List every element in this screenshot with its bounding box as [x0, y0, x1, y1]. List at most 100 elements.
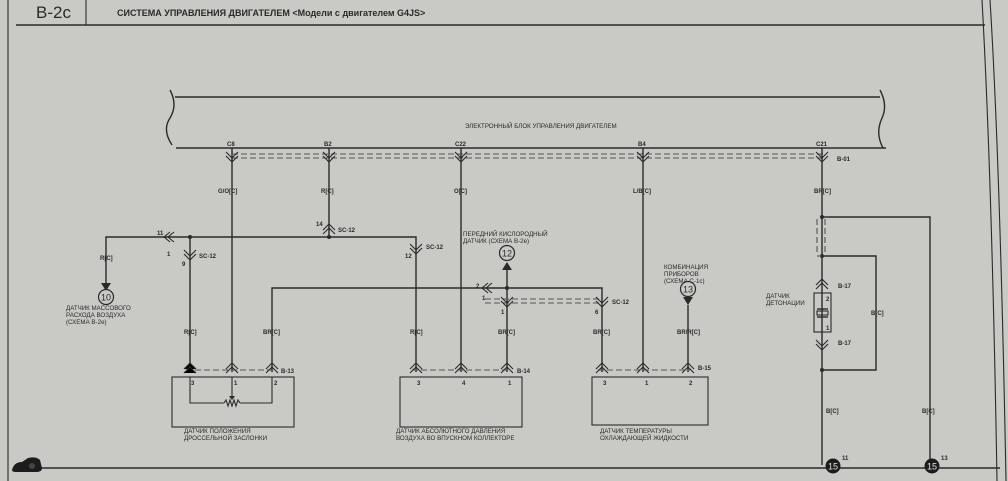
- splice-pin-9: 9: [182, 262, 186, 268]
- wire-sc12-lower: [271, 287, 603, 372]
- cluster-caption-3: (СХЕМА C-1c): [664, 278, 705, 285]
- arrow-down-icon: [683, 297, 693, 305]
- ground-point-1: [825, 458, 841, 474]
- ecu-block: ЭЛЕКТРОННЫЙ БЛОК УПРАВЛЕНИЯ ДВИГАТЕЛЕМ B…: [165, 89, 886, 163]
- tps-pin-3: 3: [191, 381, 195, 387]
- ref-number-o2: 12: [502, 249, 512, 259]
- tps-pin-1: 1: [234, 381, 238, 387]
- knock-shield-wire-label: B[C]: [871, 311, 884, 317]
- page-curl-edge-2: [989, 0, 1007, 481]
- splice-connector-11: [163, 231, 175, 243]
- ecu-pin-c21: C21: [816, 142, 828, 148]
- ecu-pin-c22: C22: [455, 142, 467, 148]
- knock-connector-ref-top: B-17: [838, 284, 852, 290]
- maf-caption-2: РАСХОДА ВОЗДУХА: [66, 312, 126, 319]
- ground-number-1: 15: [828, 462, 838, 472]
- ect-pin-3: 3: [603, 381, 607, 387]
- ref-number-maf: 10: [101, 293, 111, 303]
- ref-circle-cluster: [679, 280, 697, 298]
- map-pin-4: 4: [462, 381, 466, 387]
- splice-pin-2: 2: [476, 284, 480, 290]
- splice-label-sc12: SC-12: [338, 228, 356, 234]
- ground-point-2: [924, 458, 940, 474]
- splice-connector-14: [322, 223, 336, 235]
- splice-dot: [327, 235, 331, 239]
- knock-caption-2: ДЕТОНАЦИИ: [766, 300, 805, 307]
- wire-label-c22: O[C]: [454, 189, 467, 195]
- cluster-caption-1: КОМБИНАЦИЯ: [664, 264, 708, 271]
- wire-sc12-bus: [105, 236, 417, 372]
- ect-connector-ref: B-15: [698, 366, 712, 372]
- wire-label-map-1: BR[C]: [498, 330, 515, 336]
- potentiometer-icon: [223, 398, 241, 408]
- wire-label-ect-3: BR[C]: [593, 330, 610, 336]
- splice-pin-1b: 1: [482, 296, 486, 302]
- splice-pin-11: 11: [157, 231, 164, 237]
- knock-component: [813, 215, 931, 465]
- ref-circle-maf: [97, 288, 115, 306]
- ecu-pin-b2: B2: [324, 142, 332, 148]
- tps-connector-ref: B-13: [281, 369, 295, 375]
- cluster-caption-2: ПРИБОРОВ: [664, 271, 699, 278]
- o2-caption-2: ДАТЧИК (СХЕМА B-2e): [463, 238, 529, 245]
- vehicle-icon: [12, 457, 42, 472]
- splice-pin-1a: 1: [167, 252, 171, 258]
- splice-pin-1c: 1: [501, 310, 505, 316]
- wire-label-maf: R[C]: [100, 256, 113, 262]
- wire-label-c21: BR[C]: [814, 189, 831, 195]
- wire-label-b2: R[C]: [321, 189, 334, 195]
- arrow-up-icon: [502, 262, 512, 270]
- ref-circle-o2: [498, 244, 516, 262]
- wire-label-c8: G/O[C]: [218, 189, 237, 195]
- o2-caption-1: ПЕРЕДНИЙ КИСЛОРОДНЫЙ: [463, 230, 548, 238]
- ect-caption-1: ДАТЧИК ТЕМПЕРАТУРЫ: [600, 428, 672, 435]
- splice-pin-12: 12: [405, 254, 412, 260]
- splice-label-sc12: SC-12: [612, 300, 630, 306]
- knock-pin-2: 2: [826, 297, 830, 303]
- knock-pin-1: 1: [826, 326, 830, 332]
- tps-pin-2: 2: [274, 381, 278, 387]
- splice-pin-6: 6: [595, 310, 599, 316]
- splice-connector-12: [409, 243, 423, 255]
- ground-wire-label-2: B[C]: [922, 409, 935, 415]
- splice-pin-14: 14: [316, 222, 323, 228]
- tps-component: [171, 362, 295, 428]
- maf-caption-1: ДАТЧИК МАССОВОГО: [66, 305, 131, 312]
- ecu-break-right: [878, 89, 886, 149]
- splice-dot: [505, 286, 509, 290]
- diagram-title: СИСТЕМА УПРАВЛЕНИЯ ДВИГАТЕЛЕМ <Модели с …: [117, 8, 425, 18]
- ect-pin-2: 2: [689, 381, 693, 387]
- map-component: [399, 362, 523, 428]
- ground-number-2: 15: [927, 462, 937, 472]
- wire-label-ect-2: BR/R[C]: [677, 330, 700, 336]
- map-connector-ref: B-14: [517, 369, 531, 375]
- ect-component: [591, 362, 709, 426]
- ref-number-cluster: 13: [683, 285, 693, 295]
- knock-caption-1: ДАТЧИК: [766, 293, 790, 300]
- splice-dot: [188, 235, 192, 239]
- arrow-down-icon: [101, 283, 111, 291]
- wire-label-tps-2: BR[C]: [263, 330, 280, 336]
- diagram-code: B-2c: [36, 3, 71, 22]
- maf-caption-3: (СХЕМА B-2e): [66, 319, 107, 326]
- splice-connector-1: [500, 296, 514, 308]
- ground-wire-label-1: B[C]: [826, 409, 839, 415]
- wire-label-b4: L/B[C]: [633, 189, 651, 195]
- tps-caption-2: ДРОССЕЛЬНОЙ ЗАСЛОНКИ: [184, 434, 267, 442]
- splice-label-sc12: SC-12: [199, 254, 217, 260]
- knock-connector-ref-bottom: B-17: [838, 341, 852, 347]
- ecu-label: ЭЛЕКТРОННЫЙ БЛОК УПРАВЛЕНИЯ ДВИГАТЕЛЕМ: [465, 122, 617, 130]
- ground-ref-1: 11: [842, 456, 849, 462]
- page-curl-edge: [981, 0, 998, 481]
- ect-caption-2: ОХЛАЖДАЮЩЕЙ ЖИДКОСТИ: [600, 434, 688, 442]
- tps-caption-1: ДАТЧИК ПОЛОЖЕНИЯ: [184, 428, 251, 435]
- ground-ref-2: 13: [941, 456, 948, 462]
- splice-connector-6: [595, 296, 609, 308]
- ecu-break-left: [165, 89, 175, 146]
- splice-connector-2: [481, 282, 493, 294]
- ecu-pin-b4: B4: [638, 142, 646, 148]
- wire-label-map-3: R[C]: [410, 330, 423, 336]
- splice-label-sc12: SC-12: [426, 245, 444, 251]
- ect-pin-1: 1: [645, 381, 649, 387]
